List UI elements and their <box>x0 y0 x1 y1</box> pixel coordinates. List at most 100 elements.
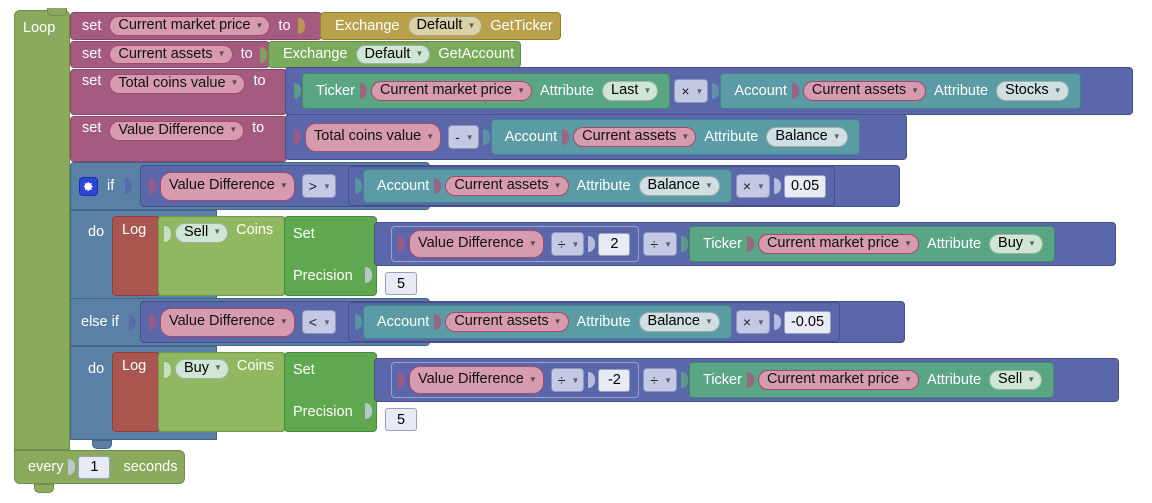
else-if-label: else if <box>81 313 119 330</box>
else-if-condition-expression[interactable]: Value Difference▼ <▼ Account Current ass… <box>140 301 905 343</box>
divide-expression-1[interactable]: Value Difference▼ ÷▼ 2 <box>391 226 640 262</box>
attribute-dropdown[interactable]: Balance▼ <box>638 312 720 332</box>
precision-label: Precision <box>293 404 353 420</box>
ticker-attribute-block[interactable]: Ticker Current market price▼ Attribute S… <box>689 362 1055 398</box>
if-condition-expression[interactable]: Value Difference▼ >▼ Account Current ass… <box>140 165 900 207</box>
multiply-expression[interactable]: Account Current assets▼ Attribute Balanc… <box>347 302 841 342</box>
ticker-attribute-block[interactable]: Ticker Current market price▼ Attribute L… <box>302 73 671 109</box>
account-attribute-block[interactable]: Account Current assets▼ Attribute Stocks… <box>720 73 1081 109</box>
attribute-dropdown[interactable]: Balance▼ <box>638 176 720 196</box>
divisor-input-1[interactable]: 2 <box>598 232 631 256</box>
precision-input-2[interactable]: 5 <box>385 408 417 431</box>
chevron-down-icon: ▼ <box>553 180 562 190</box>
attribute-dropdown[interactable]: Last▼ <box>602 81 659 101</box>
chevron-down-icon: ▼ <box>229 125 238 135</box>
direction-dropdown[interactable]: Buy▼ <box>175 359 229 379</box>
attribute-label: Attribute <box>934 82 989 99</box>
operator-dropdown[interactable]: ×▼ <box>735 174 770 198</box>
variable-dropdown[interactable]: Value Difference▼ <box>409 366 544 394</box>
loop-block[interactable]: Loop <box>14 10 70 450</box>
precision-input-1[interactable]: 5 <box>385 272 417 295</box>
set-statement-row[interactable]: set Total coins value▼ to <box>70 69 287 115</box>
operator-dropdown[interactable]: ÷▼ <box>550 232 585 256</box>
chevron-down-icon: ▼ <box>1053 85 1062 95</box>
coins-label: Coins <box>236 222 274 238</box>
variable-dropdown[interactable]: Current assets▼ <box>109 44 233 65</box>
set-statement-row[interactable]: set Current assets▼ to <box>70 41 270 68</box>
divide-expression-2[interactable]: Value Difference▼ ÷▼ -2 <box>391 362 640 398</box>
gear-icon[interactable] <box>79 176 98 196</box>
comparator-dropdown[interactable]: <▼ <box>301 310 336 334</box>
account-attribute-block[interactable]: Account Current assets▼ Attribute Balanc… <box>362 305 732 339</box>
variable-dropdown[interactable]: Value Difference▼ <box>109 121 245 141</box>
account-label: Account <box>376 313 430 330</box>
do-label: do <box>88 224 105 240</box>
attribute-dropdown[interactable]: Buy▼ <box>989 234 1043 254</box>
attribute-dropdown[interactable]: Sell▼ <box>989 370 1043 390</box>
attribute-label: Attribute <box>927 235 982 252</box>
threshold-input[interactable]: -0.05 <box>783 310 832 334</box>
variable-dropdown[interactable]: Total coins value▼ <box>109 74 246 94</box>
variable-dropdown[interactable]: Current assets▼ <box>445 312 569 332</box>
variable-dropdown[interactable]: Value Difference▼ <box>160 171 295 201</box>
set-precision-block-2[interactable]: Set Precision <box>284 352 377 432</box>
chevron-down-icon: ▼ <box>904 238 913 248</box>
exchange-getticker-block[interactable]: Exchange Default▼ GetTicker <box>320 12 561 40</box>
account-attribute-block[interactable]: Account Current assets▼ Attribute Balanc… <box>362 169 732 203</box>
direction-coins-block-2[interactable]: Buy▼ Coins <box>158 352 286 432</box>
loop-footer[interactable]: every 1 seconds <box>14 450 185 484</box>
seconds-label: seconds <box>123 458 178 475</box>
loop-top-notch <box>47 8 67 16</box>
set-statement-row[interactable]: set Value Difference▼ to <box>70 116 287 162</box>
variable-dropdown[interactable]: Current assets▼ <box>445 176 569 196</box>
operator-dropdown[interactable]: ×▼ <box>674 79 709 103</box>
subtract-expression[interactable]: Total coins value▼ -▼ Account Current as… <box>285 114 907 160</box>
variable-dropdown[interactable]: Total coins value▼ <box>305 122 442 152</box>
comparator-dropdown[interactable]: >▼ <box>301 174 336 198</box>
operator-dropdown[interactable]: ×▼ <box>735 310 770 334</box>
attribute-dropdown[interactable]: Stocks▼ <box>996 81 1069 101</box>
exchange-dropdown[interactable]: Default▼ <box>355 44 431 65</box>
direction-coins-block-1[interactable]: Sell▼ Coins <box>158 216 286 296</box>
variable-dropdown[interactable]: Value Difference▼ <box>160 307 295 337</box>
multiply-expression[interactable]: Account Current assets▼ Attribute Balanc… <box>347 166 836 206</box>
operator-dropdown[interactable]: ÷▼ <box>550 368 585 392</box>
set-label: Set <box>293 226 315 242</box>
variable-dropdown[interactable]: Current market price▼ <box>757 370 920 390</box>
variable-dropdown[interactable]: Current market price▼ <box>109 16 271 36</box>
amount-expression-2[interactable]: Value Difference▼ ÷▼ -2 ÷▼ Ticker Curren… <box>374 358 1119 402</box>
operator-dropdown[interactable]: -▼ <box>448 125 479 149</box>
interval-input[interactable]: 1 <box>78 455 111 479</box>
chevron-down-icon: ▼ <box>467 20 476 30</box>
direction-dropdown[interactable]: Sell▼ <box>175 223 229 243</box>
chevron-down-icon: ▼ <box>681 131 690 141</box>
loop-bottom-notch <box>34 484 54 493</box>
divisor-input-2[interactable]: -2 <box>598 368 631 392</box>
variable-dropdown[interactable]: Current assets▼ <box>802 81 927 101</box>
operator-dropdown[interactable]: ÷▼ <box>643 368 678 392</box>
do-label: do <box>88 361 105 377</box>
multiply-expression[interactable]: Ticker Current market price▼ Attribute L… <box>285 67 1133 115</box>
amount-expression-1[interactable]: Value Difference▼ ÷▼ 2 ÷▼ Ticker Current… <box>374 222 1116 266</box>
threshold-input[interactable]: 0.05 <box>783 174 827 198</box>
coins-label: Coins <box>236 358 274 374</box>
set-precision-block-1[interactable]: Set Precision <box>284 216 377 296</box>
attribute-dropdown[interactable]: Balance▼ <box>766 127 848 147</box>
ticker-attribute-block[interactable]: Ticker Current market price▼ Attribute B… <box>689 226 1055 262</box>
account-attribute-block[interactable]: Account Current assets▼ Attribute Balanc… <box>490 119 860 155</box>
account-label: Account <box>504 128 558 145</box>
exchange-getaccount-block[interactable]: Exchange Default▼ GetAccount <box>268 41 521 68</box>
variable-dropdown[interactable]: Value Difference▼ <box>409 230 544 258</box>
set-statement-row[interactable]: set Current market price▼ to <box>70 12 322 40</box>
variable-dropdown[interactable]: Current market price▼ <box>757 234 920 254</box>
if-bottom-notch <box>92 440 112 449</box>
to-label: to <box>240 46 253 63</box>
exchange-dropdown[interactable]: Default▼ <box>407 16 483 36</box>
log-block-1[interactable]: Log <box>112 216 160 296</box>
log-block-2[interactable]: Log <box>112 352 160 432</box>
variable-dropdown[interactable]: Current market price▼ <box>370 81 533 101</box>
variable-dropdown[interactable]: Current assets▼ <box>573 127 697 147</box>
chevron-down-icon: ▼ <box>695 86 704 96</box>
operator-dropdown[interactable]: ÷▼ <box>643 232 678 256</box>
